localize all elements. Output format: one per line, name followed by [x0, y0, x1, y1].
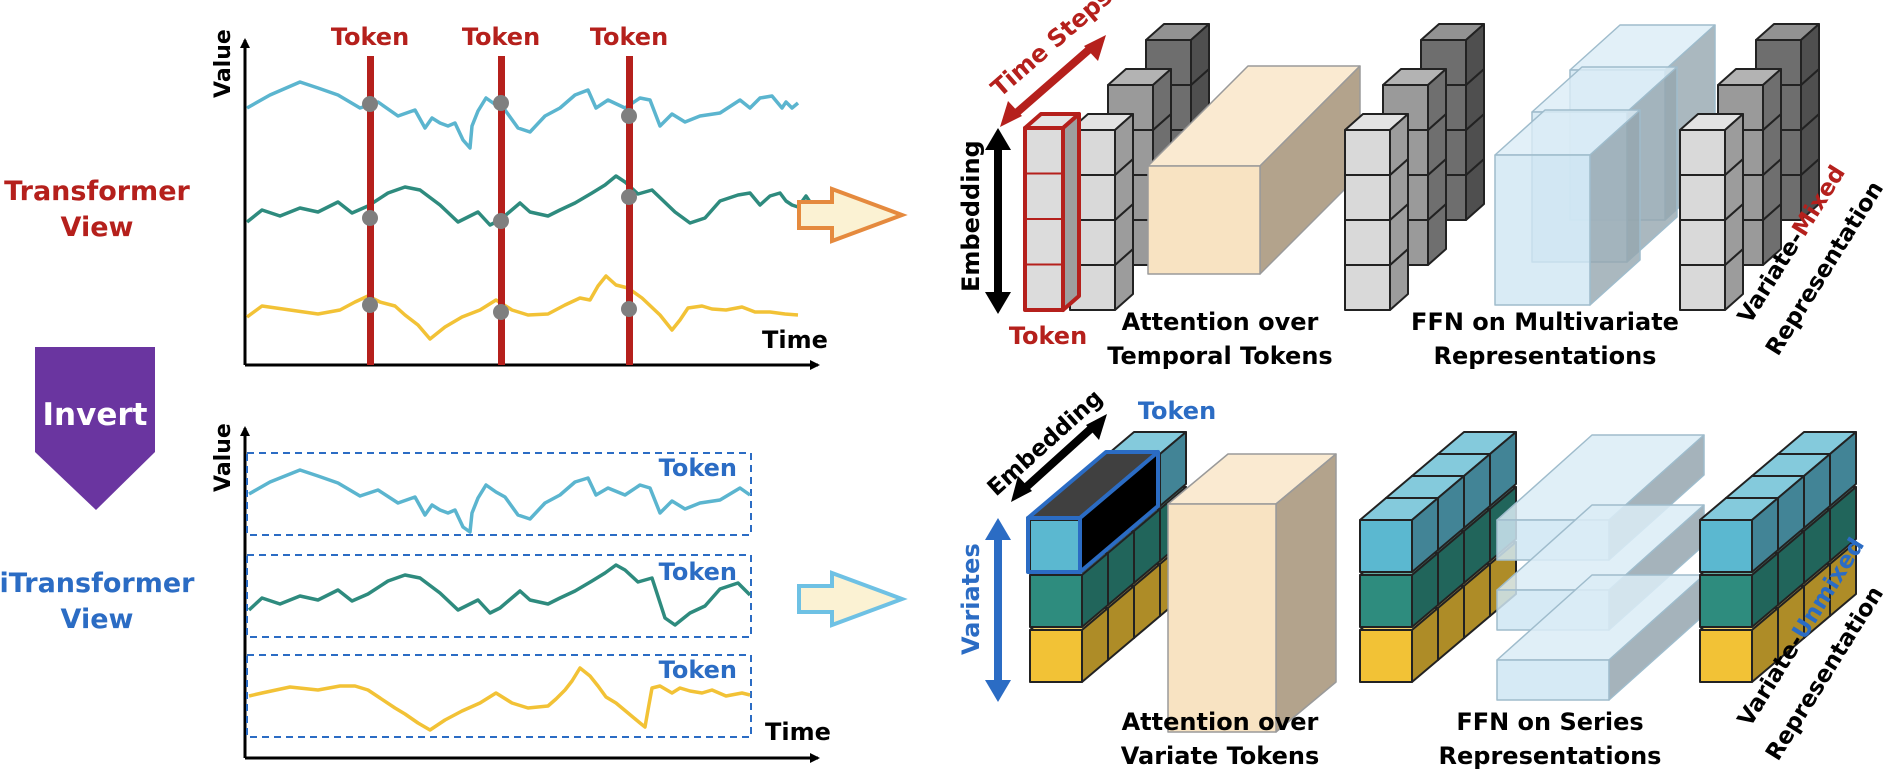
attention-variate-label-2: Variate Tokens: [1121, 742, 1319, 770]
token-label-cube: Token: [1009, 322, 1087, 350]
cube-front-face: [1344, 129, 1391, 176]
cube-front-face: [1496, 659, 1610, 701]
transformer-view-label-2: View: [61, 212, 134, 243]
cube-front-face: [1167, 503, 1277, 733]
cube-front-face: [1029, 519, 1083, 573]
invert-arrow-shape: [35, 347, 155, 510]
attention-temporal-label-1: Attention over: [1122, 308, 1319, 336]
token-box-1: [246, 452, 752, 536]
token-dot: [621, 189, 637, 205]
embedding-arrowhead-top-b: [985, 292, 1011, 314]
top-series-blue: [246, 80, 800, 150]
cube-front-face: [1494, 154, 1591, 306]
token-dot: [621, 108, 637, 124]
token-dot: [362, 96, 378, 112]
variates-arrowhead-a: [985, 518, 1011, 540]
invert-label: Invert: [43, 397, 148, 433]
cube-front-face: [1359, 519, 1413, 573]
variates-label: Variates: [957, 543, 985, 655]
token-dot: [621, 301, 637, 317]
token-box-3: [246, 654, 752, 738]
gray-cube: [1679, 113, 1744, 176]
transformer-architecture: [1023, 23, 1820, 312]
cube-side-face: [1275, 453, 1337, 733]
token-box-2: [246, 554, 752, 638]
token-label-variate-cube: Token: [1138, 397, 1216, 425]
blue-cube: [1699, 497, 1779, 573]
ffn-series-label-1: FFN on Series: [1456, 708, 1643, 736]
token-label-1: Token: [331, 23, 409, 51]
itransformer-view-label-2: View: [61, 604, 134, 635]
attention-variate-label-1: Attention over: [1122, 708, 1319, 736]
gray-cube: [1344, 113, 1409, 176]
top-time-axis-label: Time: [762, 326, 828, 354]
ffn-block: [1494, 109, 1641, 306]
bottom-time-axis-label: Time: [765, 718, 831, 746]
cube-front-face: [1359, 629, 1413, 683]
cube-side-face: [1061, 112, 1081, 312]
embedding-arrowhead-bottom-b: [1086, 414, 1107, 440]
variate-token-label-3: Token: [659, 656, 737, 684]
variates-arrowhead-b: [985, 680, 1011, 702]
embedding-arrow-bottom: [1020, 422, 1098, 493]
ffn-multivariate-label-2: Representations: [1434, 342, 1657, 370]
cube-front-face: [1699, 519, 1753, 573]
token-dot: [493, 95, 509, 111]
cube-front-face: [1029, 574, 1083, 628]
token-dot: [362, 297, 378, 313]
cube-front-face: [1029, 629, 1083, 683]
cube-front-face: [1679, 174, 1726, 221]
top-time-series-plot: Value Time Token Token Token: [211, 23, 828, 370]
cube-front-face: [1344, 219, 1391, 266]
token-label-2: Token: [462, 23, 540, 51]
top-series-yellow: [245, 274, 799, 341]
ffn-series-label-2: Representations: [1439, 742, 1662, 770]
cube-front-face: [1359, 574, 1413, 628]
embedding-label-top: Embedding: [957, 140, 985, 292]
token-line-3: [626, 56, 633, 365]
cube-front-face: [1679, 264, 1726, 311]
gray-cube: [1069, 113, 1134, 176]
token-dot: [493, 213, 509, 229]
bottom-series-yellow: [248, 666, 751, 732]
blue-cube: [1359, 497, 1439, 573]
cube-front-face: [1679, 129, 1726, 176]
time-steps-arrow: [1011, 43, 1095, 119]
time-steps-arrowhead-a: [1000, 101, 1022, 127]
embedding-arrowhead-top-a: [985, 128, 1011, 150]
cube-front-face: [1699, 574, 1753, 628]
top-flow-arrow: [797, 186, 908, 244]
bottom-time-series-plot: Value Time Token Token Token: [211, 423, 831, 763]
variate-token-label-1: Token: [659, 454, 737, 482]
variate-token-label-2: Token: [659, 558, 737, 586]
transformer-view-label: Transformer: [4, 176, 190, 207]
ffn-multivariate-label-1: FFN on Multivariate: [1411, 308, 1679, 336]
itransformer-architecture: [1026, 431, 1857, 733]
token-dot: [362, 210, 378, 226]
token-label-3: Token: [590, 23, 668, 51]
highlighted-variate-token: [1026, 450, 1160, 574]
token-dot: [493, 304, 509, 320]
cube-front-face: [1344, 174, 1391, 221]
cube-front-face: [1026, 516, 1082, 574]
attention-block-variate: [1167, 453, 1337, 733]
attention-temporal-label-2: Temporal Tokens: [1107, 342, 1332, 370]
bottom-series-blue: [248, 468, 752, 534]
time-steps-arrowhead-b: [1084, 35, 1106, 61]
top-value-axis-label: Value: [211, 29, 236, 98]
attention-block-temporal: [1147, 65, 1361, 275]
cube-front-face: [1679, 219, 1726, 266]
cube-front-face: [1344, 264, 1391, 311]
bottom-flow-arrow: [797, 570, 908, 628]
bottom-value-axis-label: Value: [211, 423, 236, 492]
highlighted-token-column: [1023, 112, 1081, 312]
token-line-2: [498, 56, 505, 365]
itransformer-view-label: iTransformer: [0, 568, 195, 599]
top-series-teal: [245, 174, 814, 227]
embedding-arrowhead-bottom-a: [1011, 476, 1032, 502]
bottom-series-teal: [247, 563, 752, 627]
cube-front-face: [1147, 165, 1261, 275]
cube-front-face: [1699, 629, 1753, 683]
